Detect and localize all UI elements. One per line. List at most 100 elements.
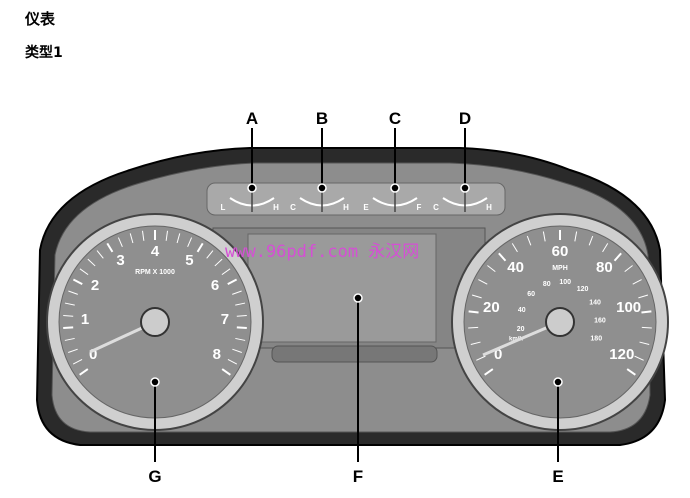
dial-tick: [470, 341, 481, 346]
dial-tick: [632, 279, 642, 285]
callout-f: F: [353, 467, 363, 486]
dial-tick: [478, 279, 488, 285]
dial-tick: [634, 355, 644, 361]
speedometer-label: 0: [494, 346, 502, 363]
callout-d: D: [459, 109, 471, 128]
small-gauge-max-label: H: [486, 203, 492, 212]
small-gauge-min-label: C: [433, 203, 439, 212]
tachometer-label: 0: [89, 346, 97, 363]
dial-tick: [471, 294, 482, 299]
dial-tick: [64, 337, 75, 341]
dial-tick: [468, 326, 479, 329]
kmh-label: 120: [577, 286, 589, 293]
dial-tick: [221, 368, 231, 376]
kmh-label: 180: [590, 336, 602, 343]
dial-tick: [542, 231, 546, 242]
tachometer-label: 3: [116, 252, 124, 269]
speedometer-label: 60: [552, 243, 569, 260]
small-gauge-max-label: H: [273, 203, 279, 212]
callout-e: E: [552, 467, 563, 486]
callout-c: C: [389, 109, 401, 128]
speedometer-label: 20: [483, 299, 500, 316]
dial-tick: [498, 252, 507, 262]
dial-tick: [613, 252, 622, 262]
lower-display-slot: [271, 345, 438, 363]
callout-b: B: [316, 109, 328, 128]
small-gauge-min-label: E: [363, 203, 369, 212]
dial-tick: [468, 310, 479, 314]
dial-tick: [206, 250, 214, 259]
page-title: 仪表: [25, 10, 56, 28]
speedometer-label: 120: [609, 346, 634, 363]
tachometer-hub: [140, 307, 170, 337]
dial-tick: [196, 242, 204, 253]
dial-tick: [511, 243, 518, 253]
dial-tick: [574, 231, 578, 242]
dial-tick: [639, 341, 650, 346]
kmh-label: 160: [594, 318, 606, 325]
speedometer-label: 80: [596, 259, 613, 276]
small-gauge-max-label: H: [343, 203, 349, 212]
dial-tick: [64, 302, 75, 306]
tachometer-label: 2: [91, 277, 99, 294]
small-gauge-max-label: F: [417, 203, 422, 212]
dial-tick: [641, 310, 652, 314]
section-subtitle: 类型1: [25, 45, 63, 61]
dial-tick: [227, 359, 238, 365]
dial-tick: [72, 359, 83, 365]
kmh-label: 40: [518, 307, 526, 314]
tachometer-label: 8: [213, 346, 221, 363]
dial-tick: [79, 268, 89, 276]
dial-tick: [129, 233, 134, 244]
dial-tick: [63, 314, 74, 317]
dial-tick: [221, 268, 231, 276]
dial-tick: [63, 326, 74, 330]
dial-tick: [626, 368, 636, 376]
dial-tick: [624, 265, 633, 273]
callout-lines: [150, 128, 563, 462]
dial-tick: [117, 237, 123, 247]
small-gauge-min-label: C: [290, 203, 296, 212]
dial-tick: [484, 368, 494, 376]
dial-tick: [68, 348, 78, 353]
tachometer-label: 6: [211, 277, 219, 294]
watermark: www.96pdf.com 永汉网: [225, 242, 419, 262]
kmh-label: 80: [543, 281, 551, 288]
dial-tick: [232, 348, 242, 353]
dial-tick: [141, 230, 145, 241]
dial-tick: [227, 278, 238, 286]
dial-tick: [235, 302, 246, 306]
kmh-label: 100: [559, 279, 571, 286]
kmh-label: 60: [527, 291, 535, 298]
dial-tick: [96, 250, 104, 259]
dial-tick: [214, 258, 223, 267]
dial-tick: [235, 337, 246, 341]
dial-tick: [176, 233, 181, 244]
dial-tick: [638, 294, 649, 299]
small-gauge-min-label: L: [221, 203, 226, 212]
speedometer-label: 100: [616, 299, 641, 316]
speedometer-unit: MPH: [552, 265, 568, 272]
callout-g: G: [148, 467, 161, 486]
dial-tick: [79, 368, 89, 376]
dial-tick: [588, 235, 594, 246]
tachometer-unit: RPM X 1000: [135, 269, 175, 276]
dial-tick: [602, 243, 609, 253]
dial-tick: [487, 265, 496, 273]
kmh-label: 20: [517, 326, 525, 333]
tachometer-label: 7: [221, 311, 229, 328]
tachometer-label: 5: [185, 252, 193, 269]
dial-tick: [87, 258, 96, 267]
dial-tick: [106, 242, 114, 253]
dial-tick: [165, 230, 169, 241]
tachometer-label: 1: [81, 311, 89, 328]
dial-tick: [236, 326, 247, 330]
dial-tick: [187, 237, 193, 247]
dial-tick: [72, 278, 83, 286]
tachometer-label: 4: [151, 243, 160, 260]
small-gauge-strip: [206, 182, 506, 216]
speedometer-hub: [545, 307, 575, 337]
dial-tick: [476, 355, 486, 361]
kmh-label: 140: [589, 300, 601, 307]
